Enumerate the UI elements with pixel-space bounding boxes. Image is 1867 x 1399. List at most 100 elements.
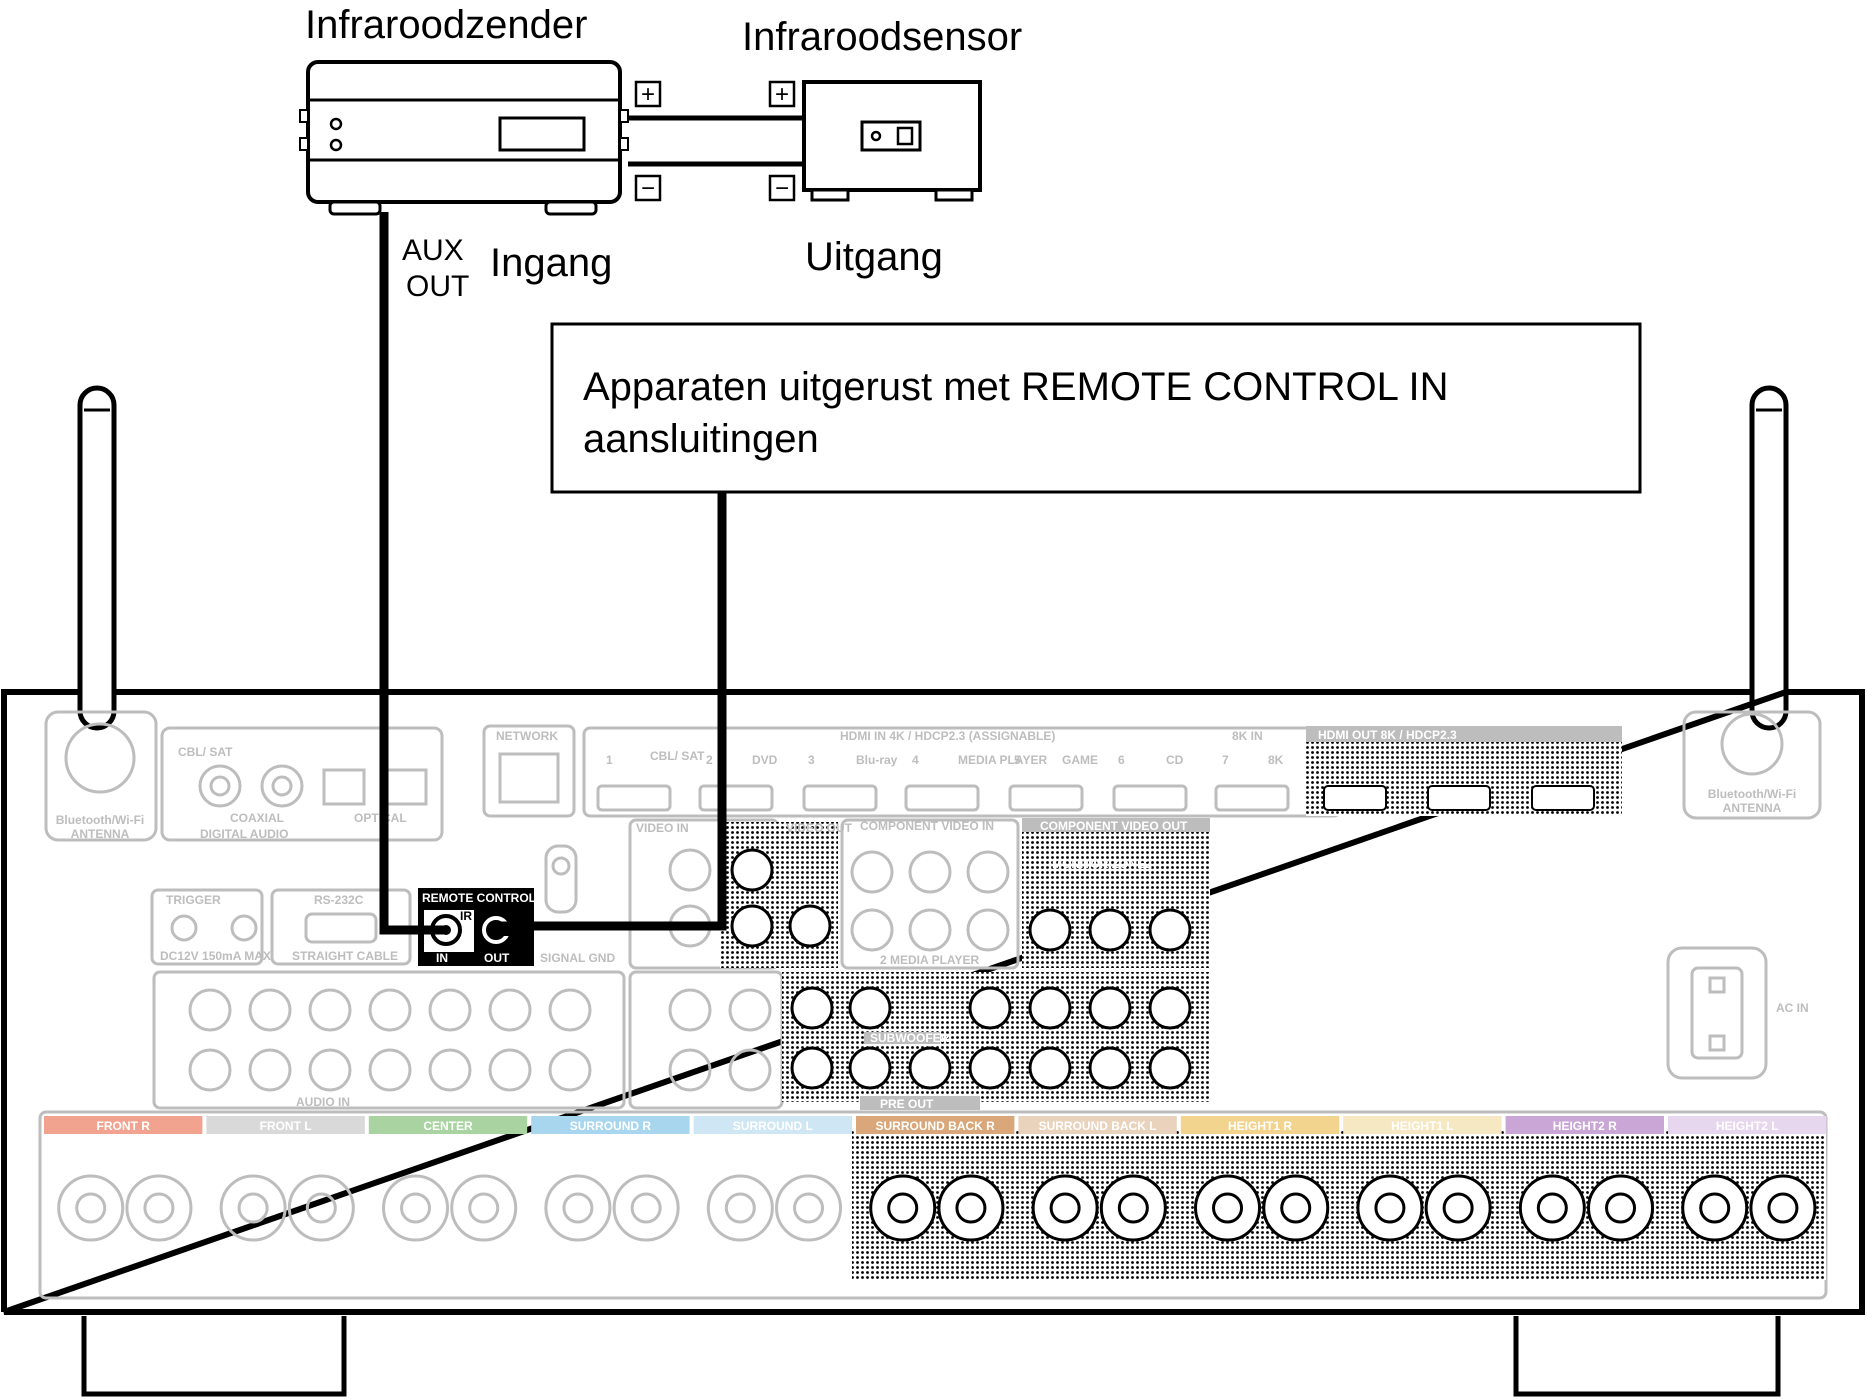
- svg-text:−: −: [641, 175, 655, 202]
- speaker-post: [57, 1174, 125, 1242]
- aux-label-2: OUT: [406, 270, 469, 303]
- speaker-post: [869, 1174, 937, 1242]
- speaker-label-bar: [1505, 1116, 1664, 1134]
- output-label: Uitgang: [805, 235, 943, 279]
- svg-text:HDMI OUT 8K / HDCP2.3: HDMI OUT 8K / HDCP2.3: [1318, 728, 1457, 742]
- svg-text:RS-232C: RS-232C: [314, 893, 364, 907]
- svg-text:ANTENNA: ANTENNA: [71, 827, 130, 841]
- speaker-post-core: [1212, 1192, 1244, 1224]
- remote-out-cable: [496, 492, 727, 931]
- speaker-post: [1099, 1174, 1167, 1242]
- speaker-label: FRONT L: [260, 1119, 312, 1133]
- speaker-post-core: [468, 1192, 500, 1224]
- svg-text:5: 5: [1014, 753, 1021, 767]
- speaker-post-core: [1767, 1192, 1799, 1224]
- speaker-post: [382, 1174, 450, 1242]
- speaker-post: [219, 1174, 287, 1242]
- ir-transmitter-device: [299, 60, 629, 216]
- speaker-post: [1424, 1174, 1492, 1242]
- speaker-label-bar: [206, 1116, 365, 1134]
- speaker-label-bar: [44, 1116, 203, 1134]
- input-label: Ingang: [490, 241, 612, 285]
- svg-text:4: 4: [912, 753, 919, 767]
- transmitter-terminals: + −: [634, 80, 662, 202]
- svg-text:3: 3: [808, 753, 815, 767]
- svg-text:TRIGGER: TRIGGER: [166, 893, 221, 907]
- speaker-post-core: [793, 1192, 825, 1224]
- svg-text:OUT: OUT: [484, 951, 510, 965]
- svg-text:CBL/ SAT: CBL/ SAT: [178, 745, 233, 759]
- ir-sensor-device: [802, 80, 982, 202]
- sensor-label: Infraroodsensor: [742, 15, 1022, 59]
- speaker-post-core: [1049, 1192, 1081, 1224]
- speaker-post: [1194, 1174, 1262, 1242]
- speaker-label-bar: [1343, 1116, 1502, 1134]
- speaker-post: [544, 1174, 612, 1242]
- speaker-label: SURROUND BACK R: [876, 1119, 996, 1133]
- svg-text:2 MEDIA PLAYER: 2 MEDIA PLAYER: [880, 953, 979, 967]
- ir-cable: [379, 212, 446, 935]
- speaker-label: FRONT R: [97, 1119, 151, 1133]
- speaker-post: [1518, 1174, 1586, 1242]
- speaker-post-core: [1117, 1192, 1149, 1224]
- svg-text:VIDEO IN: VIDEO IN: [636, 821, 689, 835]
- speaker-post: [937, 1174, 1005, 1242]
- speaker-post: [450, 1174, 518, 1242]
- svg-text:Bluetooth/Wi-Fi: Bluetooth/Wi-Fi: [56, 813, 145, 827]
- svg-text:8K: 8K: [1268, 753, 1284, 767]
- svg-text:6: 6: [1118, 753, 1125, 767]
- svg-text:COMPONENT VIDEO OUT: COMPONENT VIDEO OUT: [1040, 819, 1188, 833]
- callout-line1: Apparaten uitgerust met REMOTE CONTROL I…: [583, 365, 1448, 409]
- speaker-post-core: [1442, 1192, 1474, 1224]
- svg-text:HDMI IN 4K / HDCP2.3 (: HDMI IN 4K / HDCP2.3 (ASSIGNABLE): [840, 729, 1055, 743]
- svg-text:GAME: GAME: [1062, 753, 1098, 767]
- speaker-label: HEIGHT2 L: [1716, 1119, 1779, 1133]
- svg-text:7: 7: [1222, 753, 1229, 767]
- speaker-post-core: [724, 1192, 756, 1224]
- sensor-terminals: + −: [768, 80, 796, 202]
- speaker-label: HEIGHT1 R: [1228, 1119, 1292, 1133]
- svg-text:8K IN: 8K IN: [1232, 729, 1263, 743]
- speaker-post-core: [143, 1192, 175, 1224]
- speaker-post-core: [955, 1192, 987, 1224]
- svg-text:AC IN: AC IN: [1776, 1001, 1809, 1015]
- speaker-label: SURROUND BACK L: [1039, 1119, 1157, 1133]
- svg-text:ANTENNA: ANTENNA: [1723, 801, 1782, 815]
- svg-text:+: +: [641, 81, 655, 108]
- speaker-post-core: [887, 1192, 919, 1224]
- speaker-post: [287, 1174, 355, 1242]
- speaker-post-core: [75, 1192, 107, 1224]
- speaker-post-core: [1536, 1192, 1568, 1224]
- svg-text:REMOTE CONTROL: REMOTE CONTROL: [422, 891, 536, 905]
- speaker-post: [1587, 1174, 1655, 1242]
- speaker-label-bar: [1180, 1116, 1340, 1134]
- speaker-label-bar: [1018, 1116, 1177, 1134]
- svg-text:CBL/ SAT: CBL/ SAT: [650, 749, 705, 763]
- svg-text:Bluetooth/Wi-Fi: Bluetooth/Wi-Fi: [1708, 787, 1797, 801]
- svg-text:IR: IR: [460, 909, 472, 923]
- svg-text:SPEAKERS: SPEAKERS: [827, 1283, 893, 1297]
- speaker-label: CENTER: [423, 1119, 473, 1133]
- svg-text:COMPONENT VIDEO IN: COMPONENT VIDEO IN: [860, 819, 994, 833]
- speaker-post-core: [1374, 1192, 1406, 1224]
- speaker-post-core: [400, 1192, 432, 1224]
- speaker-post: [1356, 1174, 1424, 1242]
- transmitter-label: Infraroodzender: [305, 3, 587, 47]
- speaker-post-core: [1280, 1192, 1312, 1224]
- svg-text:DC12V 150mA MAX.: DC12V 150mA MAX.: [160, 949, 274, 963]
- speaker-label-bar: [1668, 1116, 1827, 1134]
- speaker-label: SURROUND R: [570, 1119, 652, 1133]
- speaker-post-core: [562, 1192, 594, 1224]
- svg-text:+: +: [775, 81, 789, 108]
- svg-text:DVD: DVD: [752, 753, 778, 767]
- antenna-left: [77, 385, 117, 731]
- svg-text:1: 1: [606, 753, 613, 767]
- callout-line2: aansluitingen: [583, 417, 819, 461]
- svg-text:AUDIO IN: AUDIO IN: [296, 1095, 350, 1109]
- receiver-rear-panel: Bluetooth/Wi-Fi ANTENNA Bluetooth/Wi-Fi …: [1, 385, 1865, 1397]
- speaker-post: [1262, 1174, 1330, 1242]
- speaker-label: HEIGHT1 L: [1391, 1119, 1454, 1133]
- speaker-post-core: [1699, 1192, 1731, 1224]
